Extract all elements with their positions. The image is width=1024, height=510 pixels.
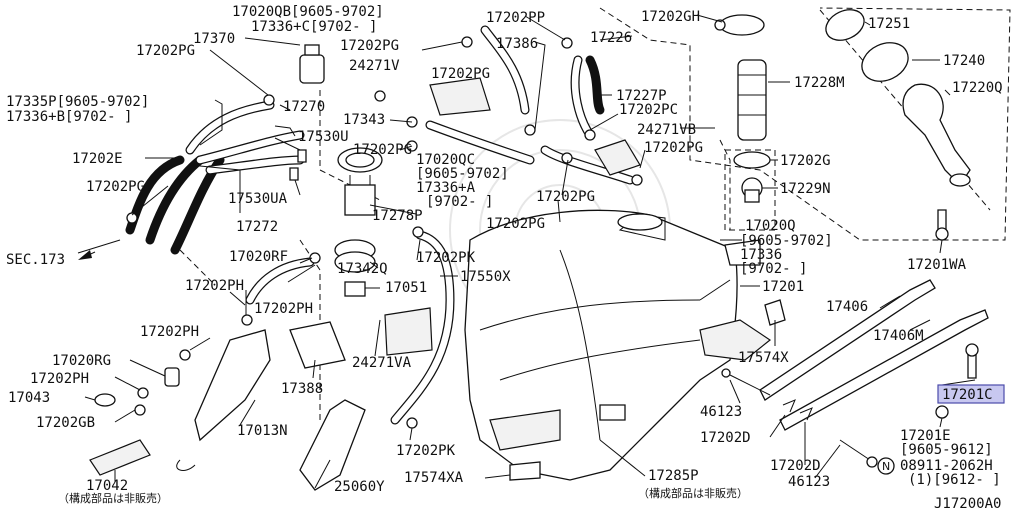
label-17251: 17251 (868, 16, 910, 32)
label-bolt-n: N (882, 460, 890, 473)
label-17020Q-range: [9605-9702] (740, 233, 833, 249)
label-17202PG: 17202PG (86, 179, 145, 195)
label-17201WA: 17201WA (907, 257, 967, 273)
label-17278P: 17278P (372, 208, 423, 224)
label-17388: 17388 (281, 381, 323, 397)
label-17202PC: 17202PC (619, 102, 678, 118)
label-17202GH: 17202GH (641, 9, 700, 25)
label-17336B: 17336+B[9702- ] (6, 109, 132, 125)
label-17202PH: 17202PH (140, 324, 199, 340)
label-17202GB: 17202GB (36, 415, 95, 431)
label-17406: 17406 (826, 299, 868, 315)
label-17043: 17043 (8, 390, 50, 406)
label-17202D: 17202D (770, 458, 821, 474)
label-17336A: 17336+A (416, 180, 476, 196)
bolt-n-symbol (877, 457, 895, 475)
label-17202PK: 17202PK (396, 443, 456, 459)
label-24271VB: 24271VB (637, 122, 696, 138)
label-17202G: 17202G (780, 153, 831, 169)
label-17550X: 17550X (460, 269, 511, 285)
label-17336A-range: [9702- ] (426, 194, 493, 210)
label-17020QC-range: [9605-9702] (416, 166, 509, 182)
label-17336C: 17336+C[9702- ] (251, 19, 377, 35)
label-17202PG: 17202PG (340, 38, 399, 54)
label-17013N: 17013N (237, 423, 288, 439)
label-17343: 17343 (343, 112, 385, 128)
label-17202PG: 17202PG (136, 43, 195, 59)
label-17202E: 17202E (72, 151, 123, 167)
label-17530U: 17530U (298, 129, 349, 145)
label-17342Q: 17342Q (337, 261, 388, 277)
highlight-17201C (937, 384, 1005, 404)
label-17202PK: 17202PK (416, 250, 476, 266)
diagram-id: J17200A0 (934, 496, 1001, 510)
leader-lines (77, 14, 976, 489)
label-17202PH: 17202PH (185, 278, 244, 294)
label-46123: 46123 (788, 474, 830, 490)
label-17202PG: 17202PG (644, 140, 703, 156)
label-17020RF: 17020RF (229, 249, 288, 265)
label-17020RG: 17020RG (52, 353, 111, 369)
label-17201: 17201 (762, 279, 804, 295)
label-17336-range: [9702- ] (740, 261, 807, 277)
label-17530UA: 17530UA (228, 191, 288, 207)
label-24271VA: 24271VA (352, 355, 412, 371)
label-17386: 17386 (496, 36, 538, 52)
fuel-tank (464, 209, 772, 481)
label-17226: 17226 (590, 30, 632, 46)
label-17336: 17336 (740, 247, 782, 263)
label-46123: 46123 (700, 404, 742, 420)
part-labels: 17020QB[9605-9702] 17336+C[9702- ] 17370… (6, 4, 1005, 510)
label-17202PP: 17202PP (486, 10, 545, 26)
label-17574X: 17574X (738, 350, 789, 366)
label-08911-range: (1)[9612- ] (908, 472, 1001, 488)
filler-neck-group (719, 9, 971, 241)
label-note-not-sold-a: （構成部品は非販売） (58, 491, 168, 505)
label-17201E-range: [9605-9612] (900, 442, 993, 458)
label-17020QB: 17020QB[9605-9702] (232, 4, 384, 20)
label-17202PG: 17202PG (536, 189, 595, 205)
label-17202PH: 17202PH (254, 301, 313, 317)
label-17202PG: 17202PG (431, 66, 490, 82)
label-17335P: 17335P[9605-9702] (6, 94, 149, 110)
label-17370: 17370 (193, 31, 235, 47)
label-17229N: 17229N (780, 181, 831, 197)
label-17240: 17240 (943, 53, 985, 69)
label-note-not-sold-b: （構成部品は非販売） (638, 486, 748, 500)
sec-arrow-icon (78, 250, 92, 260)
small-parts (89, 19, 989, 491)
label-17285P: 17285P (648, 468, 699, 484)
label-17202PG: 17202PG (353, 142, 412, 158)
label-24271V: 24271V (349, 58, 400, 74)
label-17051: 17051 (385, 280, 427, 296)
label-17201E: 17201E (900, 428, 951, 444)
label-17228M: 17228M (794, 75, 845, 91)
label-17220Q: 17220Q (952, 80, 1003, 96)
label-17406M: 17406M (873, 328, 924, 344)
label-17202D: 17202D (700, 430, 751, 446)
label-sec173: SEC.173 (6, 252, 65, 268)
label-25060Y: 25060Y (334, 479, 385, 495)
label-17202PG: 17202PG (486, 216, 545, 232)
label-17227P: 17227P (616, 88, 667, 104)
label-17020QC: 17020QC (416, 152, 475, 168)
label-17202PH: 17202PH (30, 371, 89, 387)
label-17270: 17270 (283, 99, 325, 115)
label-17020Q: 17020Q (745, 218, 796, 234)
label-17042: 17042 (86, 478, 128, 494)
label-17574XA: 17574XA (404, 470, 464, 486)
label-08911-2062H: 08911-2062H (900, 458, 993, 474)
label-17201C: 17201C (942, 387, 993, 403)
label-17272: 17272 (236, 219, 278, 235)
